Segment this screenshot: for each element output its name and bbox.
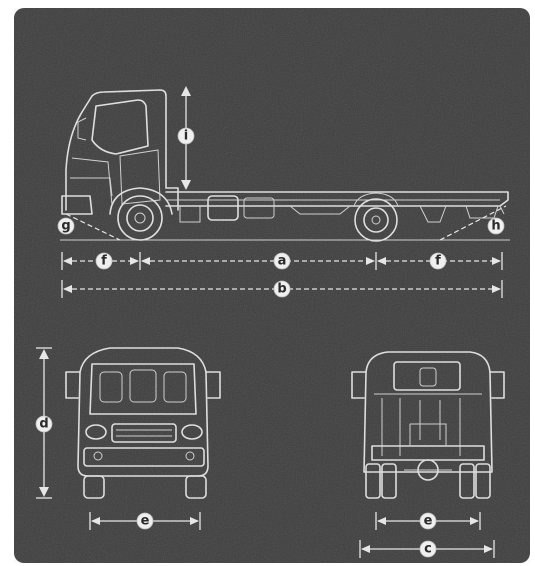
label-b: b [273, 280, 291, 298]
svg-text:g: g [61, 219, 70, 234]
label-e-front: e [136, 512, 154, 530]
label-e-rear: e [419, 512, 437, 530]
svg-text:f: f [435, 254, 441, 269]
svg-text:a: a [278, 254, 287, 269]
label-f-rear: f [429, 252, 447, 270]
svg-text:h: h [491, 219, 500, 234]
side-view-truck [60, 89, 510, 242]
svg-text:d: d [39, 417, 48, 432]
label-f-front: f [95, 252, 113, 270]
label-i: i [177, 127, 195, 145]
svg-text:e: e [141, 514, 150, 529]
svg-text:i: i [184, 129, 188, 144]
label-a: a [273, 252, 291, 270]
rear-view-truck [351, 351, 505, 499]
svg-text:f: f [101, 254, 107, 269]
label-g: g [57, 217, 75, 235]
svg-text:e: e [424, 514, 433, 529]
label-d: d [35, 415, 53, 433]
svg-text:b: b [277, 282, 286, 297]
label-h: h [487, 217, 505, 235]
svg-text:c: c [424, 542, 432, 557]
front-view-truck [65, 347, 221, 499]
panel-grain [14, 8, 530, 563]
label-c: c [419, 540, 437, 558]
